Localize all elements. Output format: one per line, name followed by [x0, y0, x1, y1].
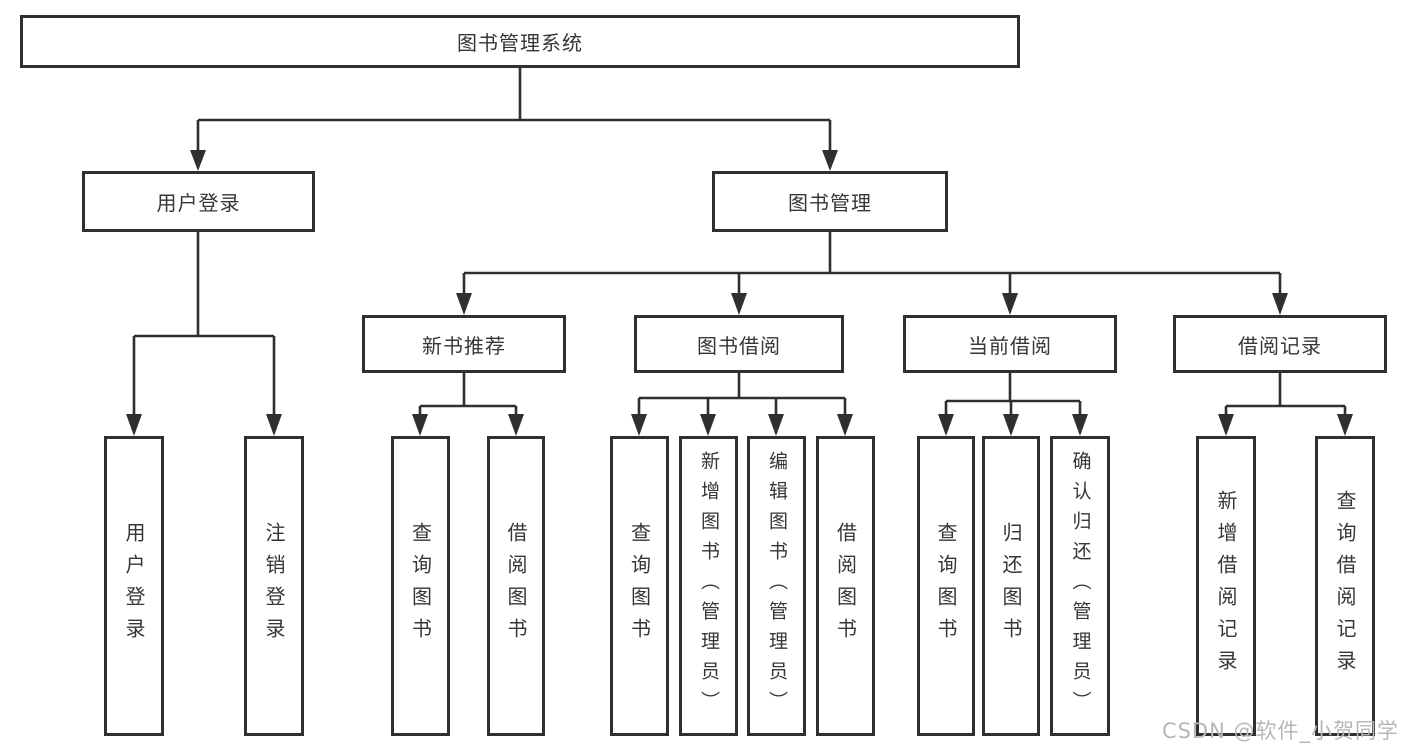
node-leaf-logout: 注销登录 [244, 436, 304, 736]
node-book-borrowing-label: 图书借阅 [697, 333, 781, 358]
node-current-borrowing: 当前借阅 [903, 315, 1117, 373]
node-leaf-borrowing-add-books-label: 新增图书（管理员） [698, 451, 720, 721]
node-user-login-branch-label: 用户登录 [156, 191, 241, 215]
node-leaf-borrowing-query-books: 查询图书 [610, 436, 669, 736]
node-current-borrowing-label: 当前借阅 [968, 333, 1052, 358]
node-book-management-branch: 图书管理 [712, 171, 948, 232]
node-book-management-branch-label: 图书管理 [788, 191, 872, 215]
node-leaf-user-login-label: 用户登录 [122, 522, 146, 650]
arrowheads [126, 150, 1353, 436]
node-user-login-branch: 用户登录 [82, 171, 315, 232]
node-leaf-borrowing-add-books: 新增图书（管理员） [679, 436, 738, 736]
node-book-borrowing: 图书借阅 [634, 315, 844, 373]
node-borrowing-records-label: 借阅记录 [1238, 333, 1322, 358]
node-leaf-user-login: 用户登录 [104, 436, 164, 736]
node-leaf-records-query-record-label: 查询借阅记录 [1333, 490, 1357, 682]
node-new-book-recommend: 新书推荐 [362, 315, 566, 373]
node-leaf-recommend-query-books-label: 查询图书 [408, 522, 433, 650]
node-leaf-recommend-query-books: 查询图书 [391, 436, 450, 736]
node-leaf-current-return-books: 归还图书 [982, 436, 1040, 736]
node-borrowing-records: 借阅记录 [1173, 315, 1387, 373]
node-new-book-recommend-label: 新书推荐 [422, 333, 506, 358]
node-leaf-current-return-books-label: 归还图书 [999, 522, 1023, 650]
node-leaf-recommend-borrow-books-label: 借阅图书 [504, 522, 528, 650]
node-leaf-current-confirm-return-label: 确认归还（管理员） [1069, 451, 1092, 721]
node-leaf-records-add-record-label: 新增借阅记录 [1214, 490, 1238, 682]
node-root-label: 图书管理系统 [457, 31, 583, 55]
node-leaf-current-query-books: 查询图书 [917, 436, 975, 736]
node-leaf-borrowing-borrow-books-label: 借阅图书 [833, 522, 858, 650]
connector-lines [132, 68, 1347, 417]
csdn-watermark: CSDN @软件_小贺同学 [1161, 719, 1399, 743]
node-leaf-borrowing-edit-books-label: 编辑图书（管理员） [766, 451, 788, 721]
node-leaf-current-query-books-label: 查询图书 [934, 522, 958, 650]
node-leaf-recommend-borrow-books: 借阅图书 [487, 436, 545, 736]
node-root: 图书管理系统 [20, 15, 1020, 68]
node-leaf-logout-label: 注销登录 [262, 522, 286, 650]
node-leaf-borrowing-borrow-books: 借阅图书 [816, 436, 875, 736]
node-leaf-records-query-record: 查询借阅记录 [1315, 436, 1375, 736]
node-leaf-records-add-record: 新增借阅记录 [1196, 436, 1256, 736]
node-leaf-borrowing-edit-books: 编辑图书（管理员） [747, 436, 806, 736]
node-leaf-current-confirm-return: 确认归还（管理员） [1050, 436, 1110, 736]
node-leaf-borrowing-query-books-label: 查询图书 [627, 522, 652, 650]
